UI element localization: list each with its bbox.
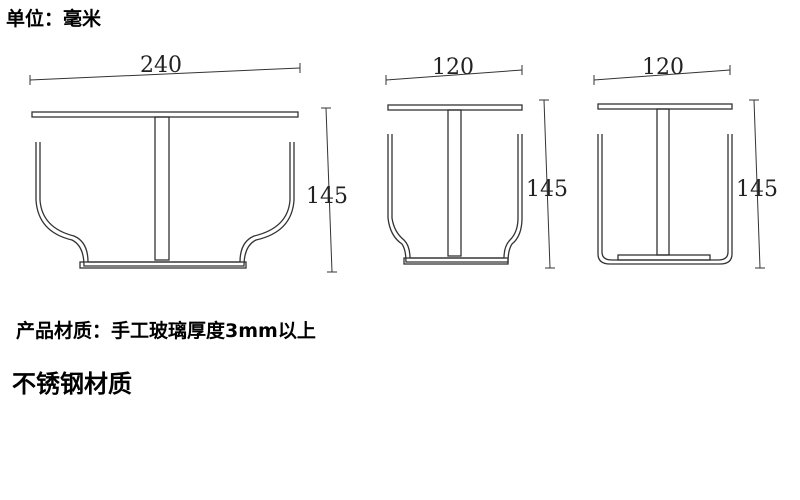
width-label-large: 240 — [140, 53, 182, 78]
base-plate — [617, 254, 711, 261]
width-label-small: 120 — [642, 55, 684, 80]
width-dimension-line — [385, 69, 523, 81]
unit-label: 单位：毫米 — [6, 8, 102, 30]
center-post — [447, 109, 462, 257]
top-plate — [597, 103, 733, 110]
height-dimension-line — [543, 99, 551, 269]
height-label-medium: 145 — [526, 177, 568, 202]
width-label-medium: 120 — [432, 55, 474, 80]
diagram-small-vase — [593, 65, 765, 269]
diagram-medium-vase — [385, 65, 555, 269]
height-dimension-line — [753, 99, 761, 269]
height-dimension-line — [325, 107, 333, 273]
glass-body — [597, 134, 733, 265]
glass-body — [35, 142, 295, 267]
material-type: 不锈钢材质 — [12, 370, 132, 398]
diagram-large-vase — [29, 63, 337, 273]
height-label-small: 145 — [736, 177, 778, 202]
center-post — [656, 108, 670, 256]
width-dimension-line — [593, 69, 731, 81]
material-description: 产品材质：手工玻璃厚度3mm以上 — [16, 320, 316, 342]
width-dimension-line — [29, 67, 301, 81]
base-plate — [403, 257, 509, 265]
height-label-large: 145 — [306, 184, 348, 209]
center-post — [154, 116, 170, 261]
top-plate — [387, 104, 523, 111]
base-plate — [79, 261, 247, 269]
glass-body — [387, 134, 523, 263]
top-plate — [31, 111, 299, 118]
